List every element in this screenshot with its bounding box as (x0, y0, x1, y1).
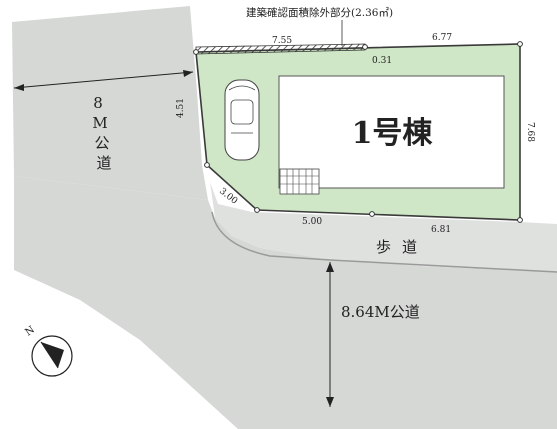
vertex-top-right (517, 41, 523, 47)
dim-top-left: 7.55 (272, 36, 292, 46)
svg-text:M: M (92, 114, 107, 132)
building-footprint (278, 75, 505, 189)
dim-right-side: 7.68 (525, 122, 535, 142)
vertex-bottom-left (254, 207, 260, 213)
bottom-road-width-arrow (326, 262, 334, 407)
vertex-left-bend (204, 162, 210, 168)
svg-text:道: 道 (96, 154, 111, 172)
dim-notch: 0.31 (372, 56, 392, 66)
north-compass-icon: N (23, 324, 73, 377)
car-icon (224, 79, 260, 161)
svg-text:8: 8 (93, 94, 103, 112)
dim-bottom-left: 5.00 (302, 217, 322, 227)
left-road-width-arrow (13, 70, 194, 91)
sidewalk-label: 歩 道 (376, 238, 417, 256)
vertex-bottom-right (517, 217, 523, 223)
setback-note: 建築確認面積除外部分(2.36㎡) (246, 6, 393, 19)
storage-grid (279, 168, 320, 195)
left-road-label: 8 M 公 道 (92, 94, 111, 172)
bottom-road-area (14, 176, 557, 429)
vertex-bottom-mid (369, 211, 375, 217)
left-road-area (12, 6, 208, 200)
building-label: 1号棟 (352, 116, 434, 151)
dim-top-right: 6.77 (432, 33, 452, 43)
svg-text:公: 公 (94, 134, 109, 152)
sidewalk-curb-line (211, 211, 557, 273)
svg-text:歩: 歩 (376, 238, 391, 256)
sidewalk-area (210, 182, 557, 272)
svg-text:道: 道 (402, 238, 417, 256)
vertex-top-left (193, 49, 199, 55)
vertex-notch (362, 44, 368, 50)
dim-bottom-right: 6.81 (431, 225, 451, 235)
dim-left-side: 4.51 (176, 98, 186, 118)
bottom-road-label: 8.64M公道 (341, 303, 420, 321)
svg-text:N: N (23, 324, 37, 338)
